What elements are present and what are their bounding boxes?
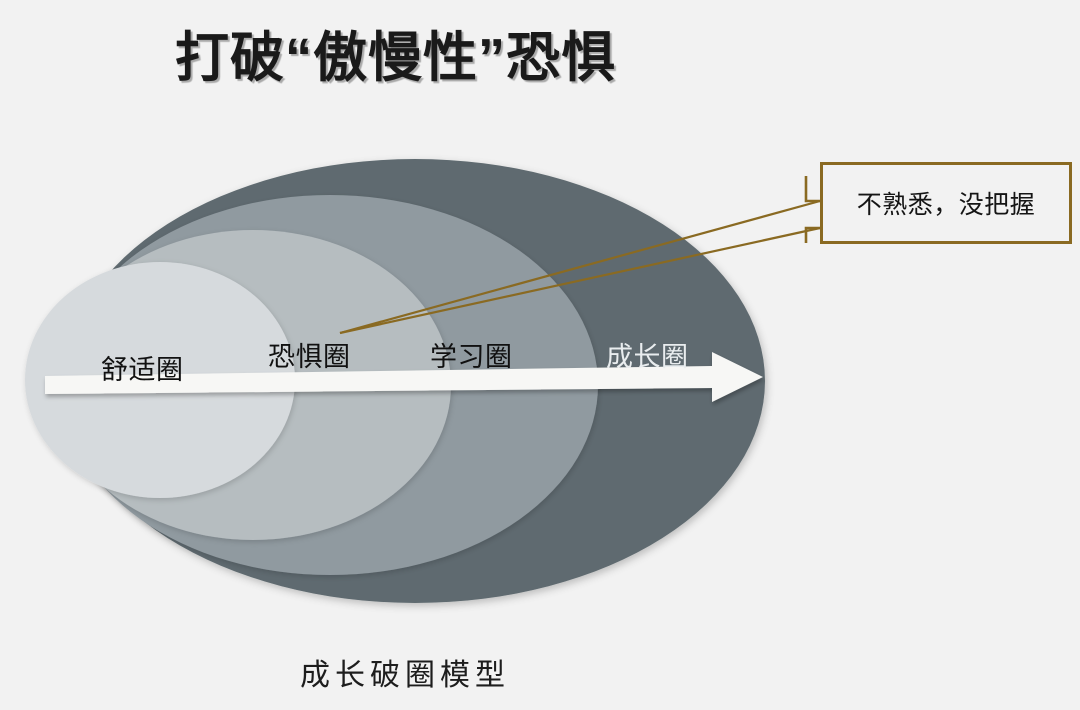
progress-arrow xyxy=(45,352,763,402)
zone-label-comfort: 舒适圈 xyxy=(101,355,184,385)
callout-box: 不熟悉，没把握 xyxy=(820,162,1072,244)
callout-text: 不熟悉，没把握 xyxy=(856,191,1036,219)
callout-leader-lines xyxy=(339,176,821,335)
zone-label-fear: 恐惧圈 xyxy=(268,342,351,372)
page-title: 打破“傲慢性”恐惧 xyxy=(175,28,616,88)
zone-label-growth: 成长圈 xyxy=(606,342,689,372)
zone-label-learning: 学习圈 xyxy=(430,342,513,372)
diagram-caption: 成长破圈模型 xyxy=(300,659,510,692)
